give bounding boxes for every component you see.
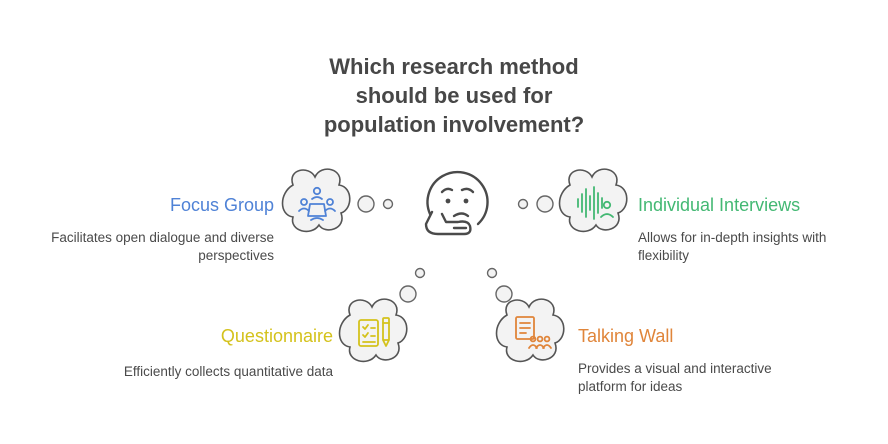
connector-bubbles-focus-group [357, 195, 394, 213]
questionnaire-node [338, 298, 408, 363]
questionnaire-cloud [338, 298, 408, 363]
connector-bubbles-talking-wall [486, 267, 513, 303]
voice-recording-icon [577, 186, 614, 220]
thinking-face-icon [424, 170, 489, 236]
group-meeting-icon [298, 186, 336, 221]
individual-interviews-description: Allows for in-depth insights with flexib… [638, 230, 827, 263]
focus-group-node [281, 168, 351, 233]
talking-wall-cloud [495, 298, 565, 363]
connector-bubbles-questionnaire [399, 267, 426, 303]
title-line-3: population involvement? [323, 112, 585, 137]
title-line-1: Which research method [329, 54, 579, 79]
questionnaire-description: Efficiently collects quantitative data [123, 364, 333, 379]
talking-wall-node [495, 298, 565, 363]
focus-group-cloud [281, 168, 351, 233]
individual-interviews-label: Individual Interviews [638, 195, 801, 215]
connector-bubbles-individual-interviews [517, 195, 554, 213]
talking-wall-label: Talking Wall [578, 326, 674, 346]
individual-interviews-node [558, 168, 628, 233]
diagram-title: Which research method should be used for… [244, 52, 664, 139]
checklist-pencil-icon [358, 317, 390, 347]
talking-wall-description: Provides a visual and interactive platfo… [578, 361, 772, 394]
focus-group-description: Facilitates open dialogue and diverse pe… [51, 230, 274, 263]
focus-group-label: Focus Group [169, 195, 274, 215]
questionnaire-label: Questionnaire [220, 326, 333, 346]
title-line-2: should be used for [355, 83, 553, 108]
board-audience-icon [515, 316, 552, 349]
